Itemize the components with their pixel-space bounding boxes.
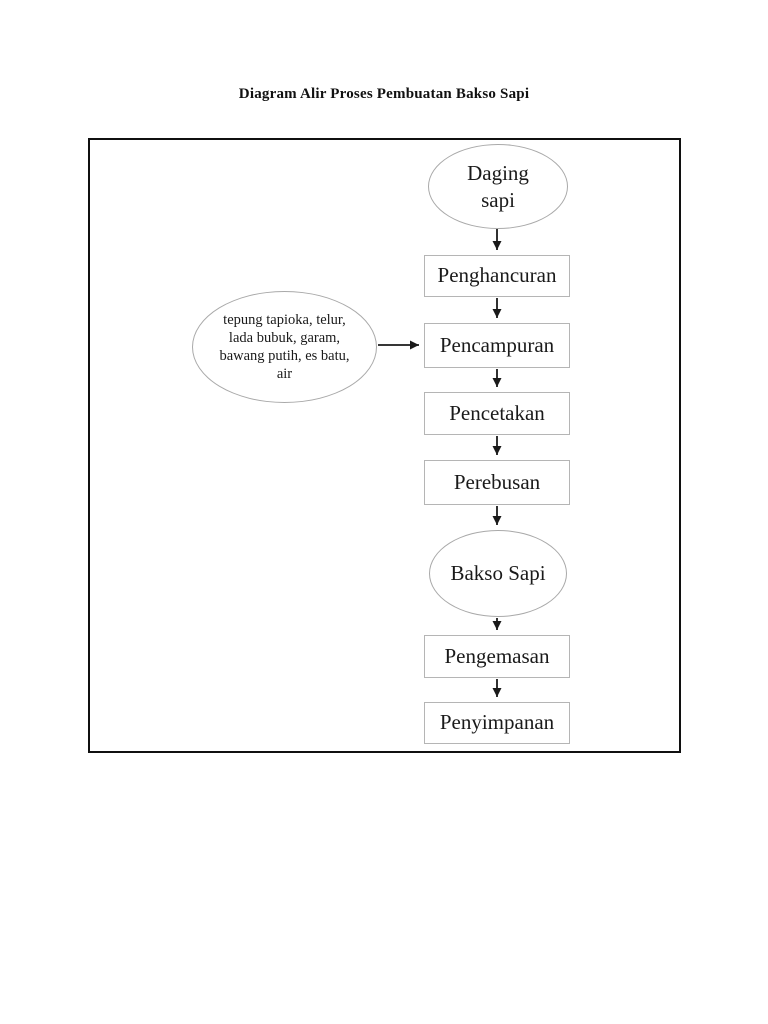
page-title: Diagram Alir Proses Pembuatan Bakso Sapi [238, 86, 530, 102]
ingredients-line: air [276, 366, 293, 382]
node-pengemasan: Pengemasan [424, 635, 570, 678]
node-label: Daging sapi [467, 160, 529, 212]
ingredients-note: tepung tapioka, telur, lada bubuk, garam… [219, 311, 349, 383]
ingredients-line: lada bubuk, garam, [228, 330, 341, 346]
ingredients-line: bawang putih, es batu, [219, 348, 350, 364]
node-label: Penghancuran [437, 263, 557, 288]
node-label: Bakso Sapi [450, 561, 546, 585]
node-label: Penyimpanan [439, 710, 555, 735]
node-label: Pencetakan [449, 400, 545, 425]
node-pencampuran: Pencampuran [424, 323, 570, 368]
node-label: Perebusan [453, 469, 541, 494]
node-label: Pengemasan [444, 643, 550, 668]
node-penyimpanan: Penyimpanan [424, 702, 570, 744]
node-perebusan: Perebusan [424, 460, 570, 505]
node-input-ingredients: tepung tapioka, telur, lada bubuk, garam… [192, 291, 377, 403]
node-label: Pencampuran [439, 332, 555, 357]
node-daging-sapi: Daging sapi [428, 144, 568, 229]
node-bakso-sapi: Bakso Sapi [429, 530, 567, 617]
node-penghancuran: Penghancuran [424, 255, 570, 297]
node-pencetakan: Pencetakan [424, 392, 570, 435]
ingredients-line: tepung tapioka, telur, [223, 312, 346, 328]
diagram-frame [88, 138, 681, 753]
